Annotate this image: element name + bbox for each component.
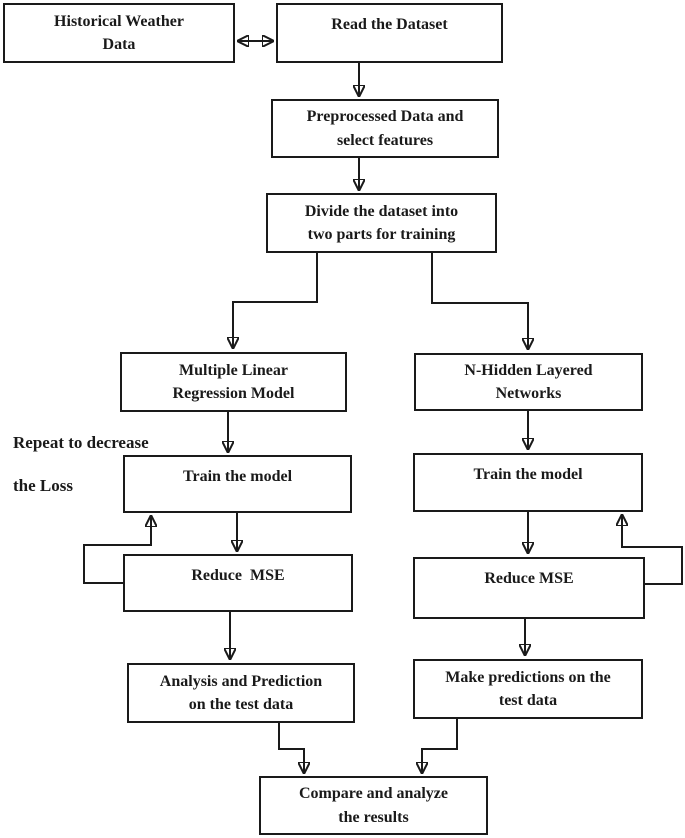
edge-divide-to-mlr <box>233 253 318 347</box>
node-label: Train the model <box>473 466 583 483</box>
node-label: Analysis and Prediction on the test data <box>159 672 323 713</box>
node-compare-results: Compare and analyze the results <box>259 776 488 835</box>
edge-loop-reduce-right-to-train-right <box>622 516 683 585</box>
node-label: Preprocessed Data and select features <box>306 108 464 149</box>
edge-analysis-to-compare <box>278 723 304 772</box>
node-label: Compare and analyze the results <box>298 785 449 826</box>
node-multiple-linear-regression: Multiple Linear Regression Model <box>120 352 347 412</box>
node-train-model-left: Train the model <box>123 455 352 513</box>
node-reduce-mse-left: Reduce MSE <box>123 554 353 612</box>
node-divide-dataset: Divide the dataset into two parts for tr… <box>266 193 497 253</box>
node-label: Reduce MSE <box>191 567 285 584</box>
node-label: Read the Dataset <box>331 16 448 33</box>
edge-divide-to-nhidden <box>431 253 528 348</box>
node-label: Reduce MSE <box>484 570 574 587</box>
edge-make-predictions-to-compare <box>422 719 458 772</box>
node-label: Train the model <box>182 468 293 485</box>
node-read-dataset: Read the Dataset <box>276 3 503 63</box>
node-n-hidden-layered-networks: N-Hidden Layered Networks <box>414 353 643 411</box>
node-historical-weather-data: Historical Weather Data <box>3 3 235 63</box>
node-label: Make predictions on the test data <box>445 668 611 709</box>
repeat-note-line1: Repeat to decrease <box>13 433 149 452</box>
node-label: Multiple Linear Regression Model <box>172 361 295 402</box>
node-reduce-mse-right: Reduce MSE <box>413 557 645 619</box>
node-analysis-prediction: Analysis and Prediction on the test data <box>127 663 355 723</box>
node-label: Divide the dataset into two parts for tr… <box>304 202 459 243</box>
repeat-note-line2: the Loss <box>13 476 73 495</box>
node-label: N-Hidden Layered Networks <box>464 361 593 402</box>
node-label: Historical Weather Data <box>54 12 184 53</box>
node-preprocessed-data: Preprocessed Data and select features <box>271 99 499 158</box>
node-train-model-right: Train the model <box>413 453 643 512</box>
node-make-predictions: Make predictions on the test data <box>413 659 643 719</box>
edge-loop-reduce-left-to-train-left <box>83 517 151 584</box>
